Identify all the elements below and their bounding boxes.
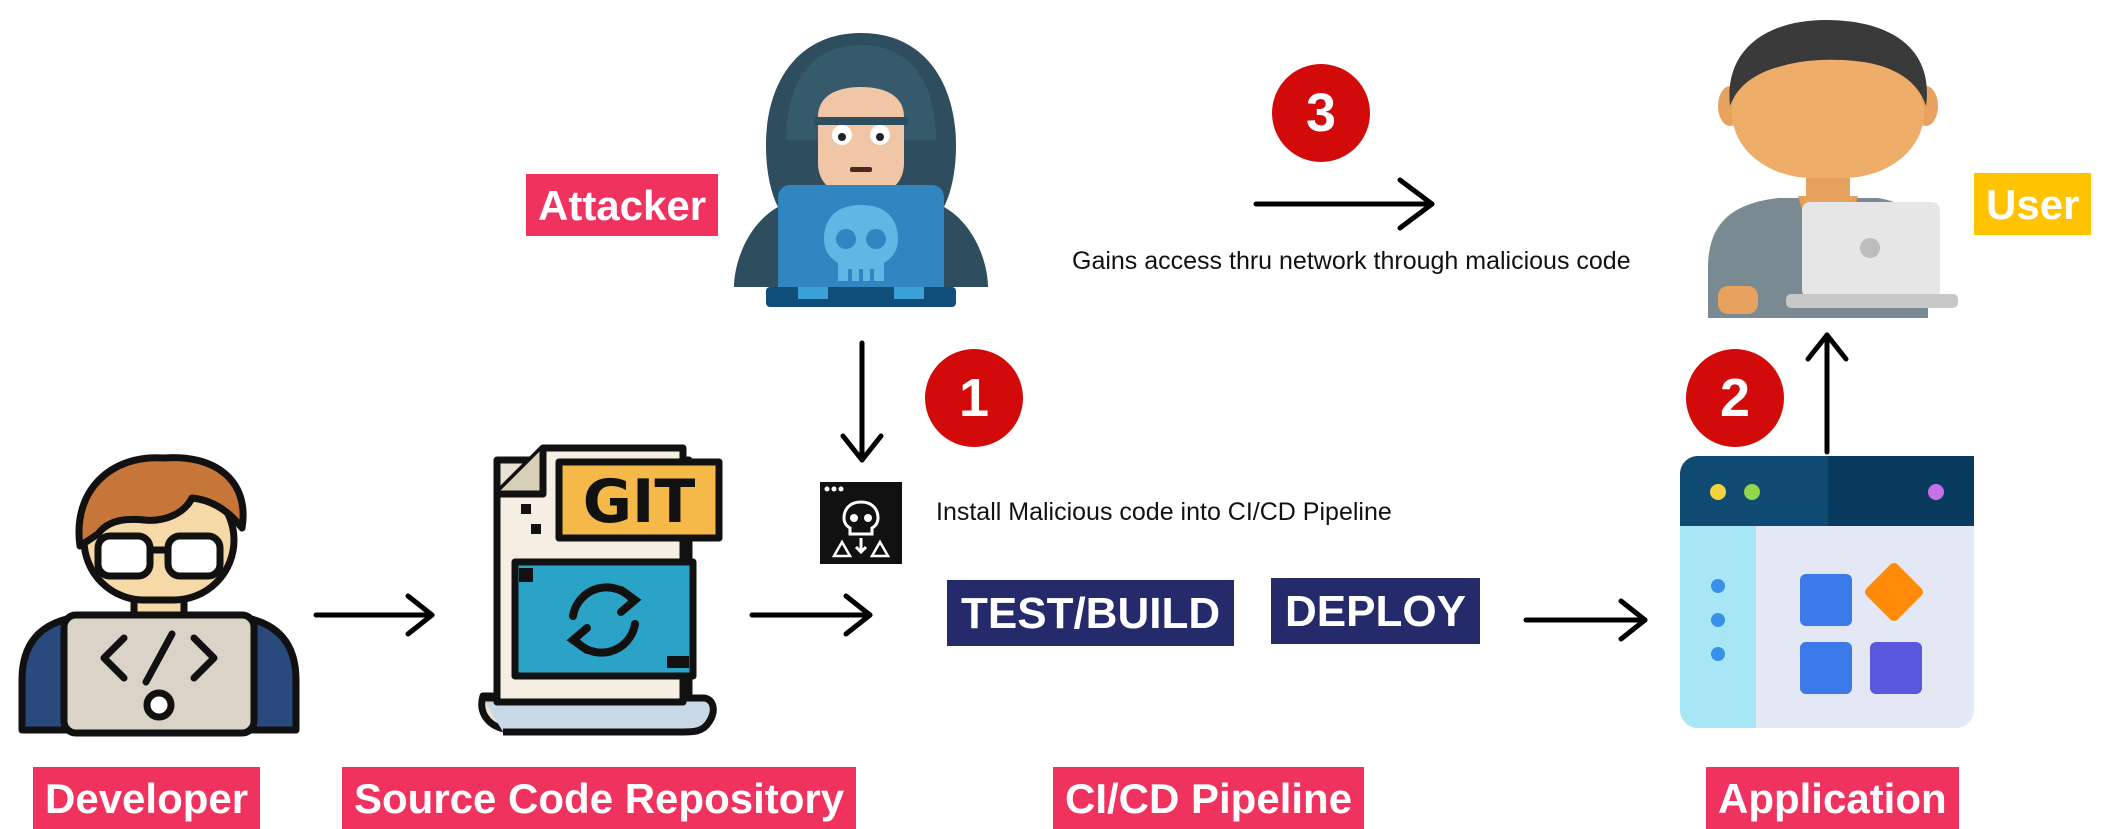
git-text: GIT: [583, 467, 696, 537]
step-2-badge: 2: [1686, 349, 1784, 447]
user-laptop-icon: [1708, 20, 1958, 318]
step-3-caption: Gains access thru network through malici…: [1072, 247, 1631, 275]
application-label: Application: [1706, 767, 1959, 829]
arrow-deploy-to-app: [1523, 598, 1648, 642]
test-build-stage: TEST/BUILD: [947, 580, 1235, 646]
arrow-app-to-user: [1805, 332, 1849, 455]
arrow-step-3: [1253, 177, 1435, 231]
step-1-badge: 1: [925, 349, 1023, 447]
git-repository-icon: GIT: [478, 444, 723, 736]
arrow-attacker-down: [840, 340, 884, 463]
malware-window-icon: [820, 482, 902, 564]
developer-label: Developer: [33, 767, 261, 829]
developer-coder-icon: [18, 454, 300, 737]
pipeline-label: CI/CD Pipeline: [1053, 767, 1365, 829]
step-1-caption: Install Malicious code into CI/CD Pipeli…: [936, 498, 1392, 526]
hooded-hacker-icon: [734, 33, 988, 307]
deploy-stage: DEPLOY: [1271, 578, 1480, 644]
repository-label: Source Code Repository: [342, 767, 857, 829]
step-3-badge: 3: [1272, 64, 1370, 162]
arrow-repo-to-pipeline: [749, 593, 873, 637]
arrow-developer-to-repo: [313, 593, 435, 637]
user-label: User: [1974, 173, 2092, 235]
attacker-label: Attacker: [526, 174, 719, 236]
app-window-icon: [1680, 456, 1974, 728]
